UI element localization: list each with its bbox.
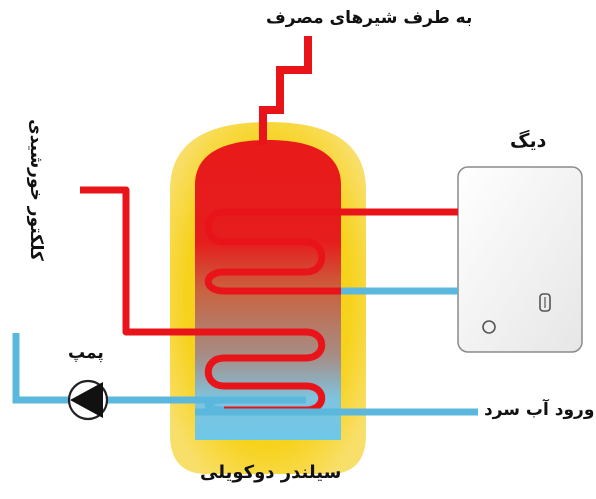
boiler-indicator-icon xyxy=(539,293,551,312)
solar-coil xyxy=(80,186,326,414)
label-boiler: دیگ xyxy=(510,130,547,152)
boiler xyxy=(457,166,583,353)
boiler-dial-icon xyxy=(482,320,496,334)
pump-icon xyxy=(67,379,109,421)
label-cylinder: سیلندر دوکویلی xyxy=(200,462,342,483)
label-cold-water-inlet: ورود آب سرد xyxy=(484,400,595,420)
label-to-taps: به طرف شیرهای مصرف xyxy=(266,8,473,28)
label-pump: پمپ xyxy=(68,343,104,363)
boiler-coil xyxy=(204,208,458,295)
hot-water-outlet-pipe xyxy=(259,36,312,145)
label-solar-collector: کلکتور خورشیدی xyxy=(26,119,46,261)
